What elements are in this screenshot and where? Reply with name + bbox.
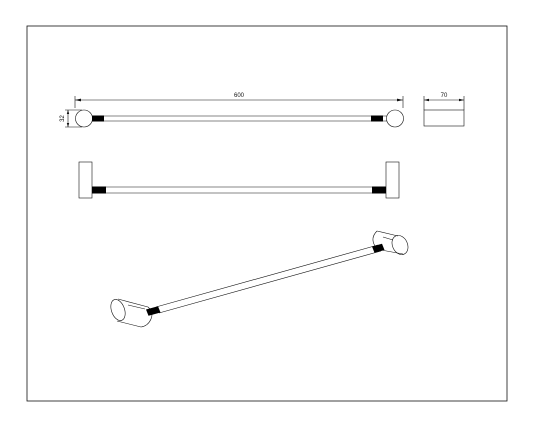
isometric-view [110,230,409,328]
side-view [423,96,465,127]
right-bracket [385,161,400,199]
iso-left-mount-inner [127,304,146,310]
iso-right-mount-body [376,230,404,255]
front-left-fitting [92,186,106,194]
drawing-border [26,25,508,402]
diameter-arrow-bottom [66,123,70,127]
iso-right-fitting [372,243,385,253]
left-end-cap [75,109,93,128]
front-view [78,161,400,199]
iso-left-fitting [146,306,161,316]
depth-arrow-left [424,98,429,102]
iso-right-mount-face [391,235,409,255]
length-dimension-label: 600 [234,93,245,99]
right-fitting [371,115,383,122]
left-fitting [92,115,104,122]
iso-right-mount [372,230,409,255]
iso-bar-bottom-edge [158,250,382,314]
iso-left-mount-body [116,298,153,328]
left-bracket [78,161,93,199]
iso-bar-top-edge [155,244,379,308]
depth-dimension-label: 70 [441,93,448,99]
length-arrow-right [397,98,403,102]
depth-arrow-right [459,98,464,102]
diameter-dimension-label: 32 [60,115,66,122]
front-right-fitting [372,186,386,194]
iso-left-mount [110,298,153,328]
diameter-arrow-top [66,110,70,114]
side-view-body [423,109,465,127]
top-view [65,96,404,128]
iso-left-mount-face [110,299,126,321]
right-end-cap [386,109,404,128]
iso-right-mount-inner [382,236,394,241]
length-arrow-left [75,98,81,102]
